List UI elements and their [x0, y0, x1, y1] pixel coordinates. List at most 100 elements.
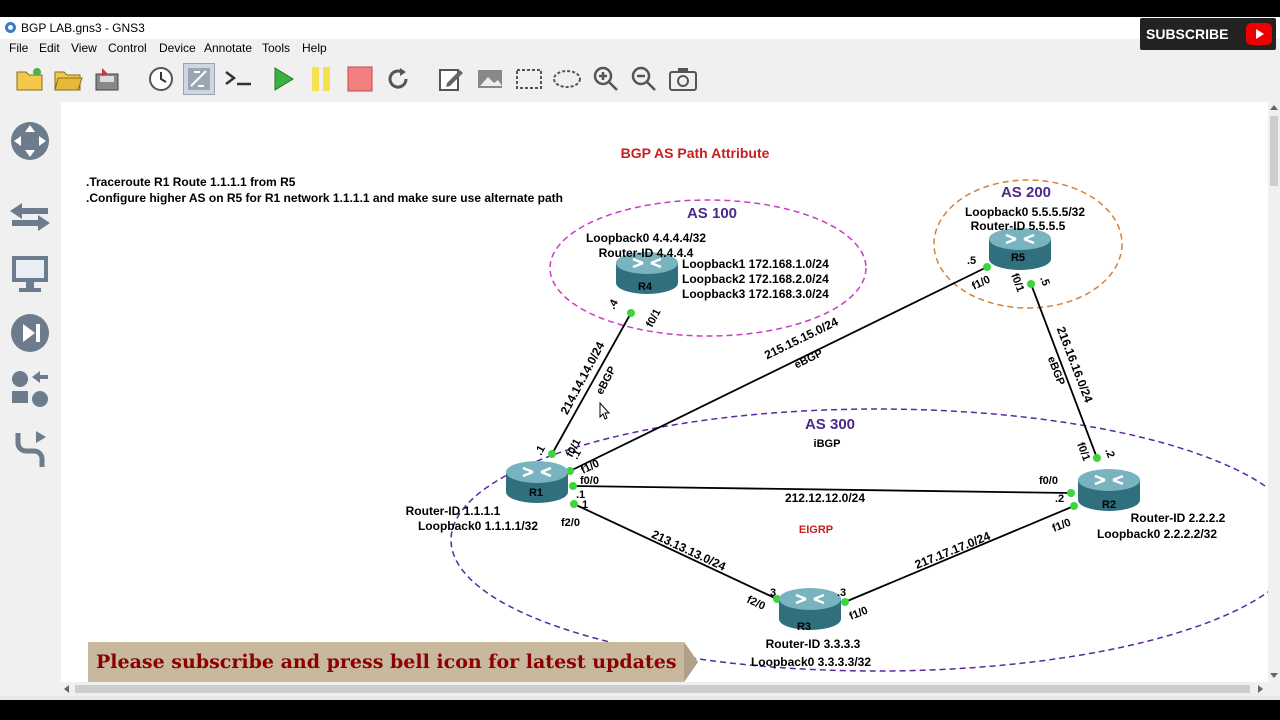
router-r3[interactable]: R3: [779, 588, 841, 633]
subscribe-button[interactable]: SUBSCRIBE: [1140, 18, 1276, 50]
r3-f1-0-ip: .3: [837, 587, 846, 599]
mouse-cursor-icon: [599, 401, 611, 420]
new-project-icon[interactable]: [14, 63, 46, 95]
router-r1[interactable]: R1: [506, 461, 568, 503]
zoom-in-icon[interactable]: [590, 63, 622, 95]
instruction-line-1: .Traceroute R1 Route 1.1.1.1 from R5: [86, 175, 296, 189]
r4-loopback0: Loopback0 4.4.4.4/32: [586, 231, 706, 245]
r1-f1-0-ip: .1: [569, 448, 584, 462]
as100-label: AS 100: [687, 205, 737, 222]
vertical-scroll-thumb[interactable]: [1270, 116, 1278, 186]
youtube-play-icon: [1246, 23, 1272, 45]
link-r1-r3[interactable]: [573, 503, 778, 600]
r3-f2-0-if: f2/0: [745, 594, 767, 613]
r2-f0-1-ip: .2: [1102, 447, 1116, 460]
vertical-scrollbar[interactable]: [1268, 102, 1280, 682]
snapshot-clock-icon[interactable]: [145, 63, 177, 95]
draw-rectangle-icon[interactable]: [513, 63, 545, 95]
all-devices-icon[interactable]: [6, 365, 54, 413]
status-bar: [0, 696, 1280, 700]
menu-file[interactable]: File: [9, 41, 29, 55]
r3-router-id: Router-ID 3.3.3.3: [766, 637, 861, 651]
link-r1-r5[interactable]: [569, 266, 988, 472]
horizontal-scrollbar[interactable]: [61, 682, 1268, 696]
reload-icon[interactable]: [382, 63, 414, 95]
ibgp-label: iBGP: [814, 438, 841, 450]
security-devices-icon[interactable]: [6, 309, 54, 357]
as300-label: AS 300: [805, 416, 855, 433]
open-project-icon[interactable]: [52, 63, 84, 95]
router-r5[interactable]: R5: [989, 228, 1051, 270]
link-r2-r5[interactable]: [1030, 283, 1098, 459]
start-all-icon[interactable]: [267, 63, 299, 95]
scroll-down-arrow-icon[interactable]: [1270, 673, 1278, 678]
r1-f2-0-if: f2/0: [561, 517, 580, 529]
link-r1-r4-proto: eBGP: [594, 365, 619, 397]
menu-tools[interactable]: Tools: [262, 41, 291, 55]
insert-picture-icon[interactable]: [474, 63, 506, 95]
router-r4-name: R4: [638, 281, 653, 293]
menu-annotate[interactable]: Annotate: [204, 41, 253, 55]
menu-bar: File Edit View Control Device Annotate T…: [0, 39, 1280, 57]
r1-router-id: Router-ID 1.1.1.1: [406, 504, 501, 518]
scroll-left-arrow-icon[interactable]: [64, 685, 69, 693]
suspend-all-icon[interactable]: [305, 63, 337, 95]
r4-router-id: Router-ID 4.4.4.4: [599, 246, 694, 260]
interface-status-dots: [548, 263, 1101, 606]
add-link-icon[interactable]: [6, 425, 54, 473]
router-r4[interactable]: R4: [616, 252, 678, 294]
screenshot-icon[interactable]: [667, 63, 699, 95]
r5-f1-0-ip: .5: [967, 255, 976, 267]
r2-f0-0-ip: .2: [1055, 493, 1064, 505]
show-interface-labels-icon[interactable]: [183, 63, 215, 95]
gns3-window: BGP LAB.gns3 - GNS3 File Edit View Contr…: [0, 17, 1280, 700]
r5-loopback0: Loopback0 5.5.5.5/32: [965, 205, 1085, 219]
as300-zone: [450, 408, 1268, 672]
link-r1-r2-subnet: 212.12.12.0/24: [785, 491, 865, 505]
scroll-right-arrow-icon[interactable]: [1258, 685, 1263, 693]
stop-all-icon[interactable]: [344, 63, 376, 95]
r2-loopback0: Loopback0 2.2.2.2/32: [1097, 527, 1217, 541]
switches-icon[interactable]: [6, 193, 54, 241]
router-r5-name: R5: [1011, 252, 1025, 264]
menu-edit[interactable]: Edit: [39, 41, 60, 55]
menu-device[interactable]: Device: [159, 41, 196, 55]
router-r3-name: R3: [797, 621, 811, 633]
r3-loopback0: Loopback0 3.3.3.3/32: [751, 655, 871, 669]
r2-f0-1-if: f0/1: [1074, 441, 1092, 463]
as200-zone: [933, 179, 1123, 309]
router-r1-name: R1: [529, 487, 543, 499]
topology-canvas[interactable]: R4 R5 R1 R2: [61, 102, 1268, 682]
horizontal-scroll-thumb[interactable]: [75, 685, 1250, 693]
menu-help[interactable]: Help: [302, 41, 327, 55]
link-r1-r3-subnet: 213.13.13.0/24: [649, 527, 728, 574]
menu-view[interactable]: View: [71, 41, 97, 55]
r2-router-id: Router-ID 2.2.2.2: [1131, 511, 1226, 525]
gns3-app-icon: [5, 22, 16, 33]
r1-loopback0: Loopback0 1.1.1.1/32: [418, 519, 538, 533]
link-r1-r4[interactable]: [551, 312, 632, 455]
link-r2-r3[interactable]: [844, 505, 1075, 603]
as100-zone: [549, 199, 867, 337]
routers-icon[interactable]: [6, 117, 54, 165]
r5-f0-1-if: f0/1: [1008, 272, 1026, 294]
device-sidebar: [0, 101, 60, 691]
r4-loopback3: Loopback3 172.168.3.0/24: [682, 287, 829, 301]
link-r1-r2[interactable]: [572, 485, 1072, 494]
router-r2-name: R2: [1102, 499, 1116, 511]
r5-router-id: Router-ID 5.5.5.5: [971, 219, 1066, 233]
scroll-up-arrow-icon[interactable]: [1270, 105, 1278, 110]
title-bar: BGP LAB.gns3 - GNS3: [0, 17, 1280, 39]
add-note-icon[interactable]: [435, 63, 467, 95]
router-r2[interactable]: R2: [1078, 469, 1140, 511]
save-project-icon[interactable]: [91, 63, 123, 95]
end-devices-icon[interactable]: [6, 249, 54, 297]
banner-text: Please subscribe and press bell icon for…: [96, 651, 677, 673]
menu-control[interactable]: Control: [108, 41, 147, 55]
console-icon[interactable]: [222, 63, 254, 95]
zoom-out-icon[interactable]: [628, 63, 660, 95]
r4-f0-1-ip: .4: [606, 297, 621, 312]
r1-f1-0-if: f1/0: [579, 458, 601, 477]
link-r1-r5-subnet: 215.15.15.0/24: [762, 314, 840, 362]
draw-ellipse-icon[interactable]: [551, 63, 583, 95]
